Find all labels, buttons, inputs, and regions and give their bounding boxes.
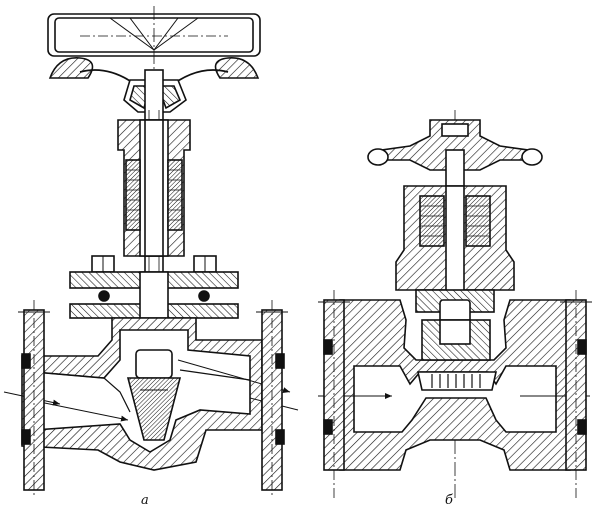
valve-a-bolts [69,255,239,319]
valve-a-flanges [18,300,288,498]
valve-b-bonnet [395,185,515,331]
valve-a-disc [126,349,182,441]
valve-a [3,6,299,498]
valve-b-body [318,299,590,471]
valve-b [318,110,592,500]
valve-b-flanges [318,290,592,498]
valve-a-bonnet [117,119,191,257]
figure-label-a: а [141,493,149,508]
figure-label-b: б [445,493,453,508]
